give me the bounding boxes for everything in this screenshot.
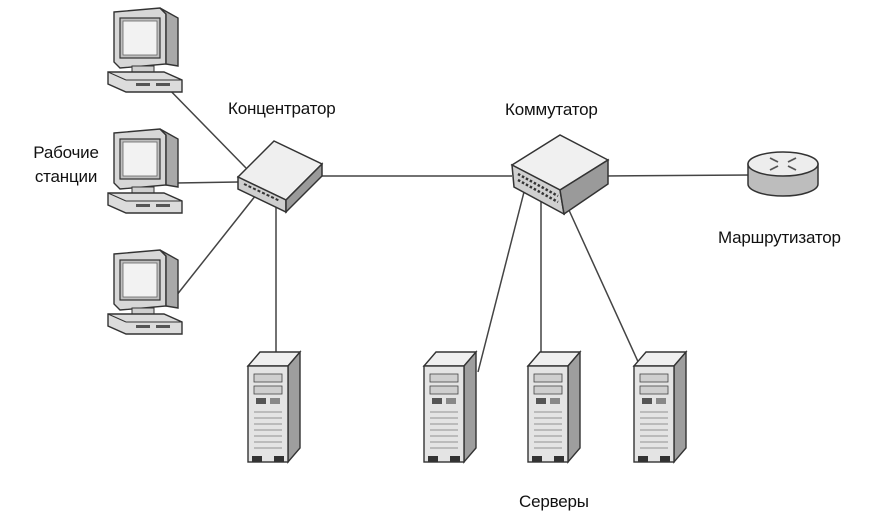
router-label: Маршрутизатор xyxy=(718,228,841,247)
link-switch-server1 xyxy=(477,191,525,373)
server-icon xyxy=(247,351,301,463)
link-pc2-hub xyxy=(175,181,239,184)
link-pc3-hub xyxy=(175,194,257,297)
link-pc1-hub xyxy=(159,79,247,169)
server-icon xyxy=(633,351,687,463)
switch-label: Коммутатор xyxy=(505,100,598,119)
servers-label: Серверы xyxy=(519,492,589,511)
switch-icon xyxy=(510,134,610,216)
link-switch-server3 xyxy=(567,207,641,367)
hub-icon xyxy=(236,140,324,214)
hub-label: Концентратор xyxy=(228,99,336,118)
connection-lines xyxy=(159,79,753,373)
link-switch-router xyxy=(603,174,753,177)
server-icon xyxy=(527,351,581,463)
router-icon xyxy=(747,151,819,197)
workstation-icon xyxy=(107,128,183,214)
server-icon xyxy=(423,351,477,463)
workstations-label-line1: Рабочие xyxy=(33,143,99,162)
workstations-label-line2: станции xyxy=(34,167,98,186)
workstation-icon xyxy=(107,249,183,335)
workstation-icon xyxy=(107,7,183,93)
workstations-label: Рабочие станции xyxy=(30,141,102,189)
